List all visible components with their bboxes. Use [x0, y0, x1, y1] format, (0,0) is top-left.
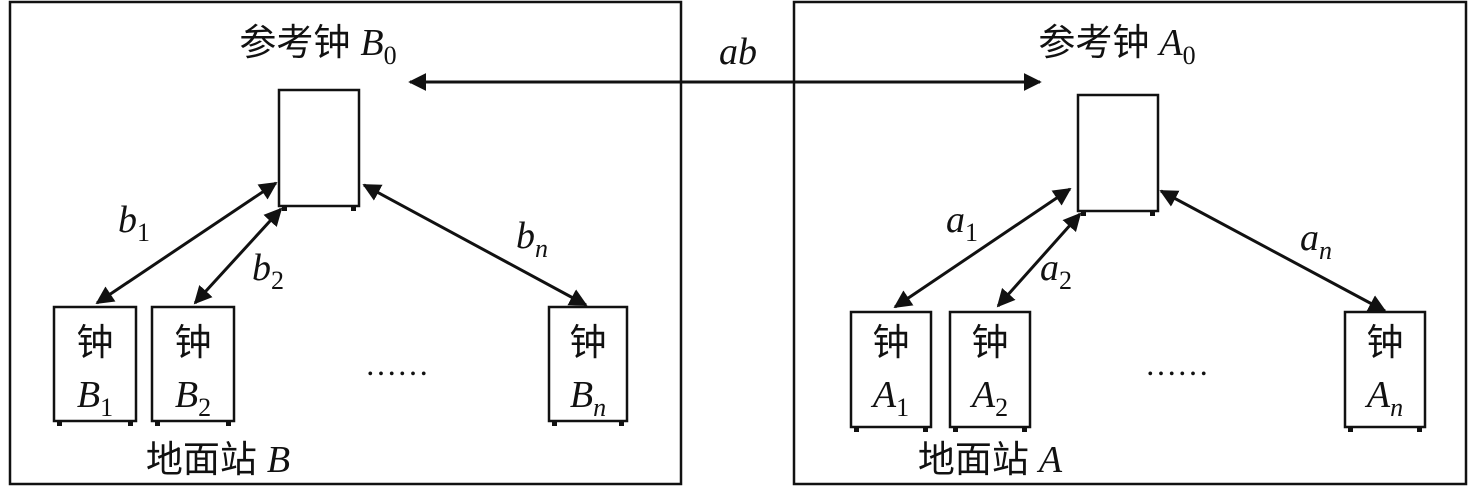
link-b2-label: b2 [252, 247, 284, 295]
clock-bn-char: 钟 [570, 321, 607, 364]
link-a2-label: a2 [1040, 247, 1072, 295]
ref-clock-b-box [277, 88, 361, 211]
link-bn-label: bn [516, 215, 548, 263]
clock-b1: 钟 B1 [52, 305, 138, 426]
ellipsis-a: …… [1145, 346, 1209, 382]
clock-bn-label: Bn [570, 374, 606, 422]
clock-a1: 钟 A1 [849, 310, 933, 432]
clock-an: 钟 An [1343, 310, 1427, 432]
clock-a2: 钟 A2 [948, 310, 1032, 432]
link-an [1159, 189, 1387, 313]
link-a2 [996, 212, 1082, 308]
ref-clock-a-box [1076, 93, 1160, 216]
clock-an-label: An [1364, 374, 1403, 422]
ellipsis-b: …… [365, 346, 429, 382]
station-a-frame [792, 0, 1468, 486]
link-b1-label: b1 [118, 199, 150, 247]
clock-b1-label: B1 [77, 374, 113, 422]
clock-a1-label: A1 [870, 374, 909, 422]
clock-b1-char: 钟 [77, 321, 114, 364]
link-bn [362, 183, 588, 307]
link-a1-label: a1 [946, 199, 978, 247]
clock-b2: 钟 B2 [150, 305, 236, 426]
link-b2 [193, 207, 283, 305]
link-a1 [893, 187, 1072, 309]
clock-an-char: 钟 [1367, 321, 1404, 364]
clock-a2-label: A2 [969, 374, 1008, 422]
clock-bn: 钟 Bn [547, 305, 629, 426]
station-b-frame [8, 0, 683, 486]
link-b1 [95, 181, 278, 305]
clock-b2-label: B2 [175, 374, 211, 422]
link-an-label: an [1300, 217, 1332, 265]
clock-a2-char: 钟 [972, 321, 1009, 364]
link-ab-label: ab [719, 31, 757, 73]
clock-b2-char: 钟 [175, 321, 212, 364]
clock-a1-char: 钟 [873, 321, 910, 364]
